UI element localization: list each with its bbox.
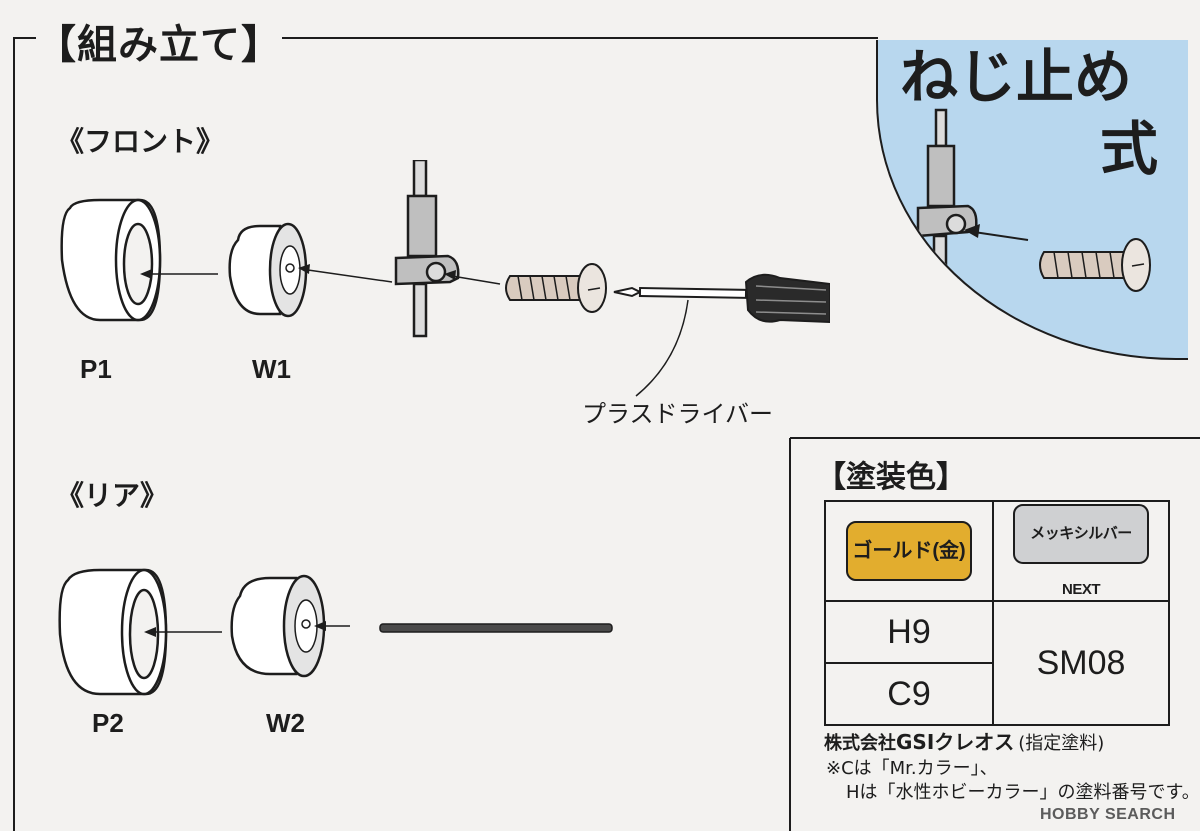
tire-p1 <box>60 198 162 322</box>
paint-header-gold: ゴールド(金) <box>824 500 994 602</box>
rear-heading: 《リア》 <box>56 479 169 512</box>
maker-suffix: (指定塗料) <box>1018 733 1105 754</box>
paint-section-title: 【塗装色】 <box>816 460 966 495</box>
paint-code-sm08: SM08 <box>992 600 1170 726</box>
paint-header-silver: メッキシルバーNEXT <box>992 500 1170 602</box>
screwdriver <box>613 273 830 324</box>
watermark: HOBBY SEARCH <box>1040 806 1176 823</box>
rear-axle <box>379 623 613 633</box>
screw-panel-subtitle: 式 <box>1100 115 1159 183</box>
paint-note-1: ※Cは「Mr.カラー」、 <box>826 758 998 779</box>
tire-p2 <box>58 568 168 696</box>
part-label-w1: W1 <box>252 354 291 384</box>
upright-part <box>394 160 460 338</box>
silver-swatch: メッキシルバーNEXT <box>1013 503 1149 598</box>
front-assembly-diagram <box>60 160 830 397</box>
part-label-p2: P2 <box>92 708 124 738</box>
screw-panel-illustration <box>916 108 1151 292</box>
tool-label: プラスドライバー <box>582 400 774 428</box>
part-label-w2: W2 <box>266 708 305 738</box>
paint-maker-line: 株式会社GSIクレオス(指定塗料) <box>824 726 1104 755</box>
screw <box>505 263 607 313</box>
gold-swatch: ゴールド(金) <box>846 521 972 581</box>
section-title: 【組み立て】 <box>36 22 282 68</box>
screw-type-panel: ねじ止め 式 <box>876 40 1188 360</box>
front-heading: 《フロント》 <box>56 125 225 158</box>
maker-brand: GSIクレオス <box>896 730 1015 754</box>
maker-prefix: 株式会社 <box>824 733 896 754</box>
wheel-w2 <box>230 574 326 678</box>
part-label-p1: P1 <box>80 354 112 384</box>
paint-note-2: Hは「水性ホビーカラー」の塗料番号です。 <box>846 782 1200 803</box>
screw-panel-title: ねじ止め <box>900 43 1133 111</box>
wheel-w1 <box>228 222 308 318</box>
rear-assembly-diagram <box>58 568 613 696</box>
paint-code-h9: H9 <box>824 600 994 664</box>
paint-code-c9: C9 <box>824 662 994 726</box>
paint-color-table: ゴールド(金) メッキシルバーNEXT H9 SM08 C9 <box>824 500 1170 726</box>
